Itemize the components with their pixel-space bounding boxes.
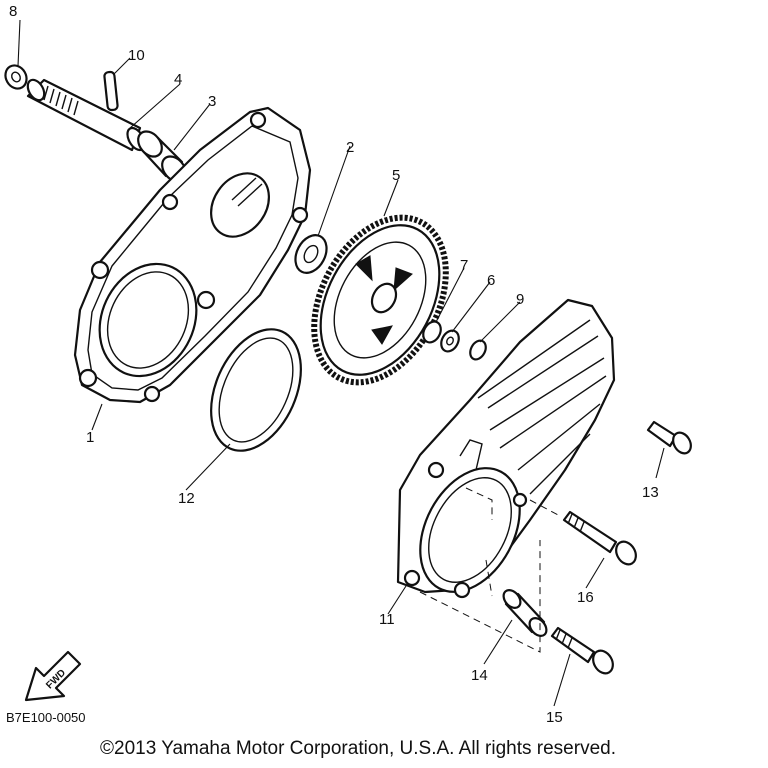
part-8-washer bbox=[4, 64, 28, 90]
diagram-code: B7E100-0050 bbox=[6, 710, 86, 725]
callout-2: 2 bbox=[346, 139, 354, 156]
part-16-bolt bbox=[562, 510, 637, 566]
callout-9: 9 bbox=[516, 291, 524, 308]
callout-3: 3 bbox=[208, 93, 216, 110]
alignment-lines bbox=[419, 487, 561, 653]
leader-lines bbox=[17, 19, 665, 707]
part-14-dowel bbox=[502, 589, 548, 637]
callout-8: 8 bbox=[9, 3, 17, 20]
part-15-bolt bbox=[550, 626, 614, 675]
callout-5: 5 bbox=[392, 167, 400, 184]
part-9-clip bbox=[469, 339, 487, 361]
callout-14: 14 bbox=[471, 667, 488, 684]
callout-15: 15 bbox=[546, 709, 563, 726]
callout-16: 16 bbox=[577, 589, 594, 606]
callout-11: 11 bbox=[379, 611, 395, 628]
callout-labels: 8 10 4 3 2 5 7 6 9 1 12 13 16 11 14 15 bbox=[9, 3, 659, 726]
callout-4: 4 bbox=[174, 71, 182, 88]
part-11-case bbox=[396, 298, 616, 599]
callout-7: 7 bbox=[460, 257, 468, 274]
part-4-shaft bbox=[26, 78, 146, 152]
part-6-washer bbox=[440, 329, 460, 353]
callout-12: 12 bbox=[178, 490, 195, 507]
fwd-arrow-icon: FWD bbox=[24, 650, 82, 702]
part-5-gear bbox=[311, 214, 449, 386]
part-1-cover bbox=[73, 106, 312, 404]
part-10-pin bbox=[103, 70, 119, 112]
part-7-washer bbox=[422, 320, 442, 344]
callout-1: 1 bbox=[86, 429, 94, 446]
callout-13: 13 bbox=[642, 484, 659, 501]
part-13-bolt bbox=[646, 420, 692, 455]
part-12-gasket bbox=[210, 328, 302, 452]
copyright-notice: ©2013 Yamaha Motor Corporation, U.S.A. A… bbox=[100, 738, 616, 759]
callout-6: 6 bbox=[487, 272, 495, 289]
callout-10: 10 bbox=[128, 47, 145, 64]
part-2-washer bbox=[294, 234, 328, 274]
